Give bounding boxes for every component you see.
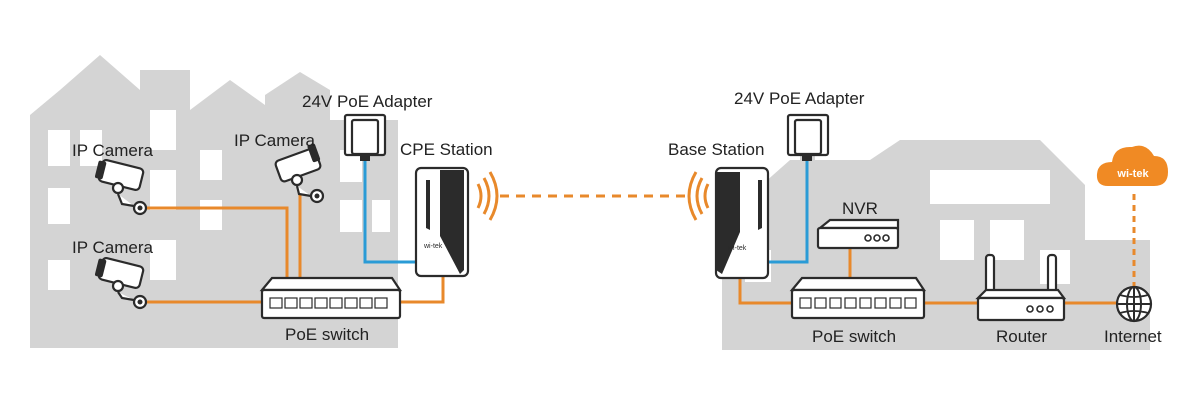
switch-port bbox=[344, 297, 358, 309]
nvr-icon bbox=[816, 218, 900, 250]
plug-icon bbox=[343, 113, 387, 161]
switch-port bbox=[844, 297, 857, 309]
switch-port bbox=[284, 297, 298, 309]
poe-adapter-label: 24V PoE Adapter bbox=[302, 92, 433, 111]
switch-port bbox=[859, 297, 872, 309]
switch-port bbox=[269, 297, 283, 309]
switch-port bbox=[329, 297, 343, 309]
poe-adapter-label: 24V PoE Adapter bbox=[734, 89, 865, 108]
switch-icon bbox=[259, 276, 403, 320]
nvr-label: NVR bbox=[842, 199, 878, 218]
poe-switch-label: PoE switch bbox=[285, 325, 369, 344]
ip-camera-label: IP Camera bbox=[72, 238, 153, 257]
cpe-antenna-icon: wi-tek bbox=[414, 166, 470, 278]
svg-text:wi-tek: wi-tek bbox=[727, 245, 747, 252]
right-buildings-background bbox=[722, 140, 1150, 350]
camera-icon bbox=[94, 256, 148, 310]
wifi-signal-icon bbox=[476, 171, 499, 221]
switch-port bbox=[359, 297, 373, 309]
switch-port bbox=[874, 297, 887, 309]
globe-icon bbox=[1115, 285, 1153, 323]
switch-port bbox=[889, 297, 902, 309]
router-label: Router bbox=[996, 327, 1047, 346]
camera-icon bbox=[274, 143, 325, 204]
cpe-antenna-icon: wi-tek bbox=[714, 166, 770, 280]
internet-label: Internet bbox=[1104, 327, 1162, 346]
switch-port bbox=[314, 297, 328, 309]
ip-camera-label: IP Camera bbox=[72, 141, 153, 160]
svg-text:wi-tek: wi-tek bbox=[423, 243, 443, 250]
switch-port bbox=[829, 297, 842, 309]
camera-icon bbox=[94, 158, 148, 216]
cloud-logo-text: wi-tek bbox=[1116, 168, 1149, 180]
switch-port bbox=[374, 297, 388, 309]
switch-port bbox=[799, 297, 812, 309]
switch-icon bbox=[789, 276, 927, 320]
switch-port bbox=[299, 297, 313, 309]
base-station-label: Base Station bbox=[668, 140, 764, 159]
ip-camera-label: IP Camera bbox=[234, 131, 315, 150]
wifi-signal-icon bbox=[687, 171, 710, 221]
plug-icon bbox=[786, 113, 830, 161]
switch-port bbox=[814, 297, 827, 309]
cpe-station-label: CPE Station bbox=[400, 140, 493, 159]
cloud-icon: wi-tek bbox=[1096, 145, 1168, 186]
switch-port bbox=[904, 297, 917, 309]
poe-switch-label: PoE switch bbox=[812, 327, 896, 346]
router-icon bbox=[975, 253, 1067, 322]
power-cables bbox=[363, 160, 809, 264]
